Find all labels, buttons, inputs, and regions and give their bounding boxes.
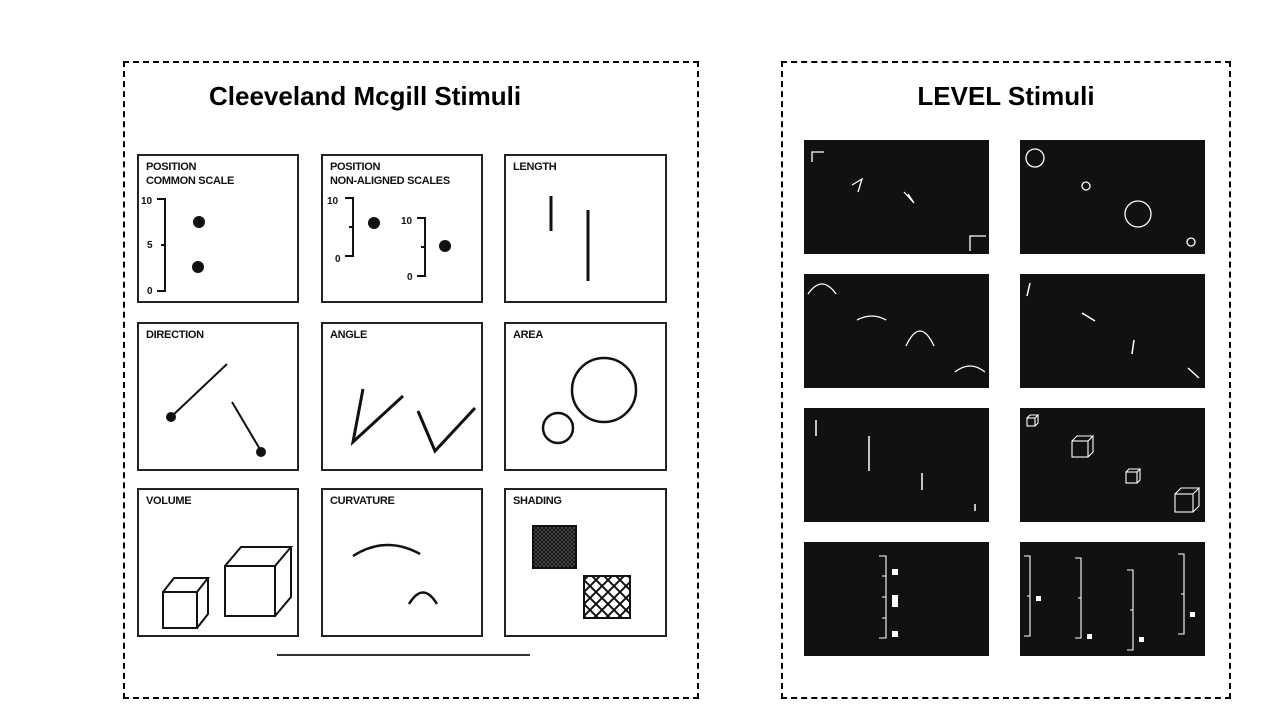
cleveland-mcgill-title: Cleeveland Mcgill Stimuli — [209, 81, 522, 111]
card-label: POSITION NON-ALIGNED SCALES — [330, 161, 450, 187]
card-label: LENGTH — [513, 161, 557, 173]
shading-figure — [532, 525, 631, 619]
card-volume: VOLUME — [137, 488, 299, 637]
tick-label: 0 — [407, 272, 413, 283]
card-label: DIRECTION — [146, 329, 204, 341]
level-tile-volume — [1020, 408, 1205, 522]
angle-figure — [350, 388, 477, 454]
card-label: ANGLE — [330, 329, 368, 341]
card-angle: ANGLE — [321, 322, 483, 471]
level-panel: LEVEL Stimuli — [781, 61, 1231, 699]
tick-label: 5 — [147, 240, 153, 251]
position-non-aligned-scales-figure: 10 0 10 0 — [327, 196, 451, 283]
card-area: AREA — [504, 322, 667, 471]
level-tile-direction — [1020, 274, 1205, 388]
card-position-common-scale: POSITION COMMON SCALE 10 5 0 — [137, 154, 299, 303]
card-label: SHADING — [513, 495, 562, 507]
cleveland-mcgill-panel: Cleeveland Mcgill Stimuli POSITION COMMO… — [123, 61, 699, 699]
level-title: LEVEL Stimuli — [917, 81, 1095, 111]
tick-label: 10 — [327, 196, 339, 207]
card-label: VOLUME — [146, 495, 192, 507]
curvature-figure — [352, 543, 439, 605]
tick-label: 10 — [141, 196, 153, 207]
level-tile-angle — [804, 140, 989, 254]
level-tile-curvature — [804, 274, 989, 388]
level-tile-position-common-scale — [804, 542, 989, 656]
area-figure — [541, 356, 638, 445]
tick-label: 0 — [147, 286, 153, 297]
level-tile-position-non-aligned-scales — [1020, 542, 1205, 656]
card-length: LENGTH — [504, 154, 667, 303]
level-tile-area — [1020, 140, 1205, 254]
card-position-non-aligned-scales: POSITION NON-ALIGNED SCALES 10 0 10 0 — [321, 154, 483, 303]
card-label: POSITION COMMON SCALE — [146, 161, 235, 187]
level-tile-length — [804, 408, 989, 522]
tick-label: 10 — [401, 216, 413, 227]
length-figure — [549, 196, 590, 281]
card-curvature: CURVATURE — [321, 488, 483, 637]
tick-label: 0 — [335, 254, 341, 265]
card-shading: SHADING — [504, 488, 667, 637]
card-label: AREA — [513, 329, 543, 341]
position-common-scale-figure: 10 5 0 — [141, 196, 205, 297]
direction-figure — [166, 363, 266, 457]
figure-underline — [277, 654, 530, 656]
card-label: CURVATURE — [330, 495, 395, 507]
volume-figure — [162, 546, 294, 629]
card-direction: DIRECTION — [137, 322, 299, 471]
